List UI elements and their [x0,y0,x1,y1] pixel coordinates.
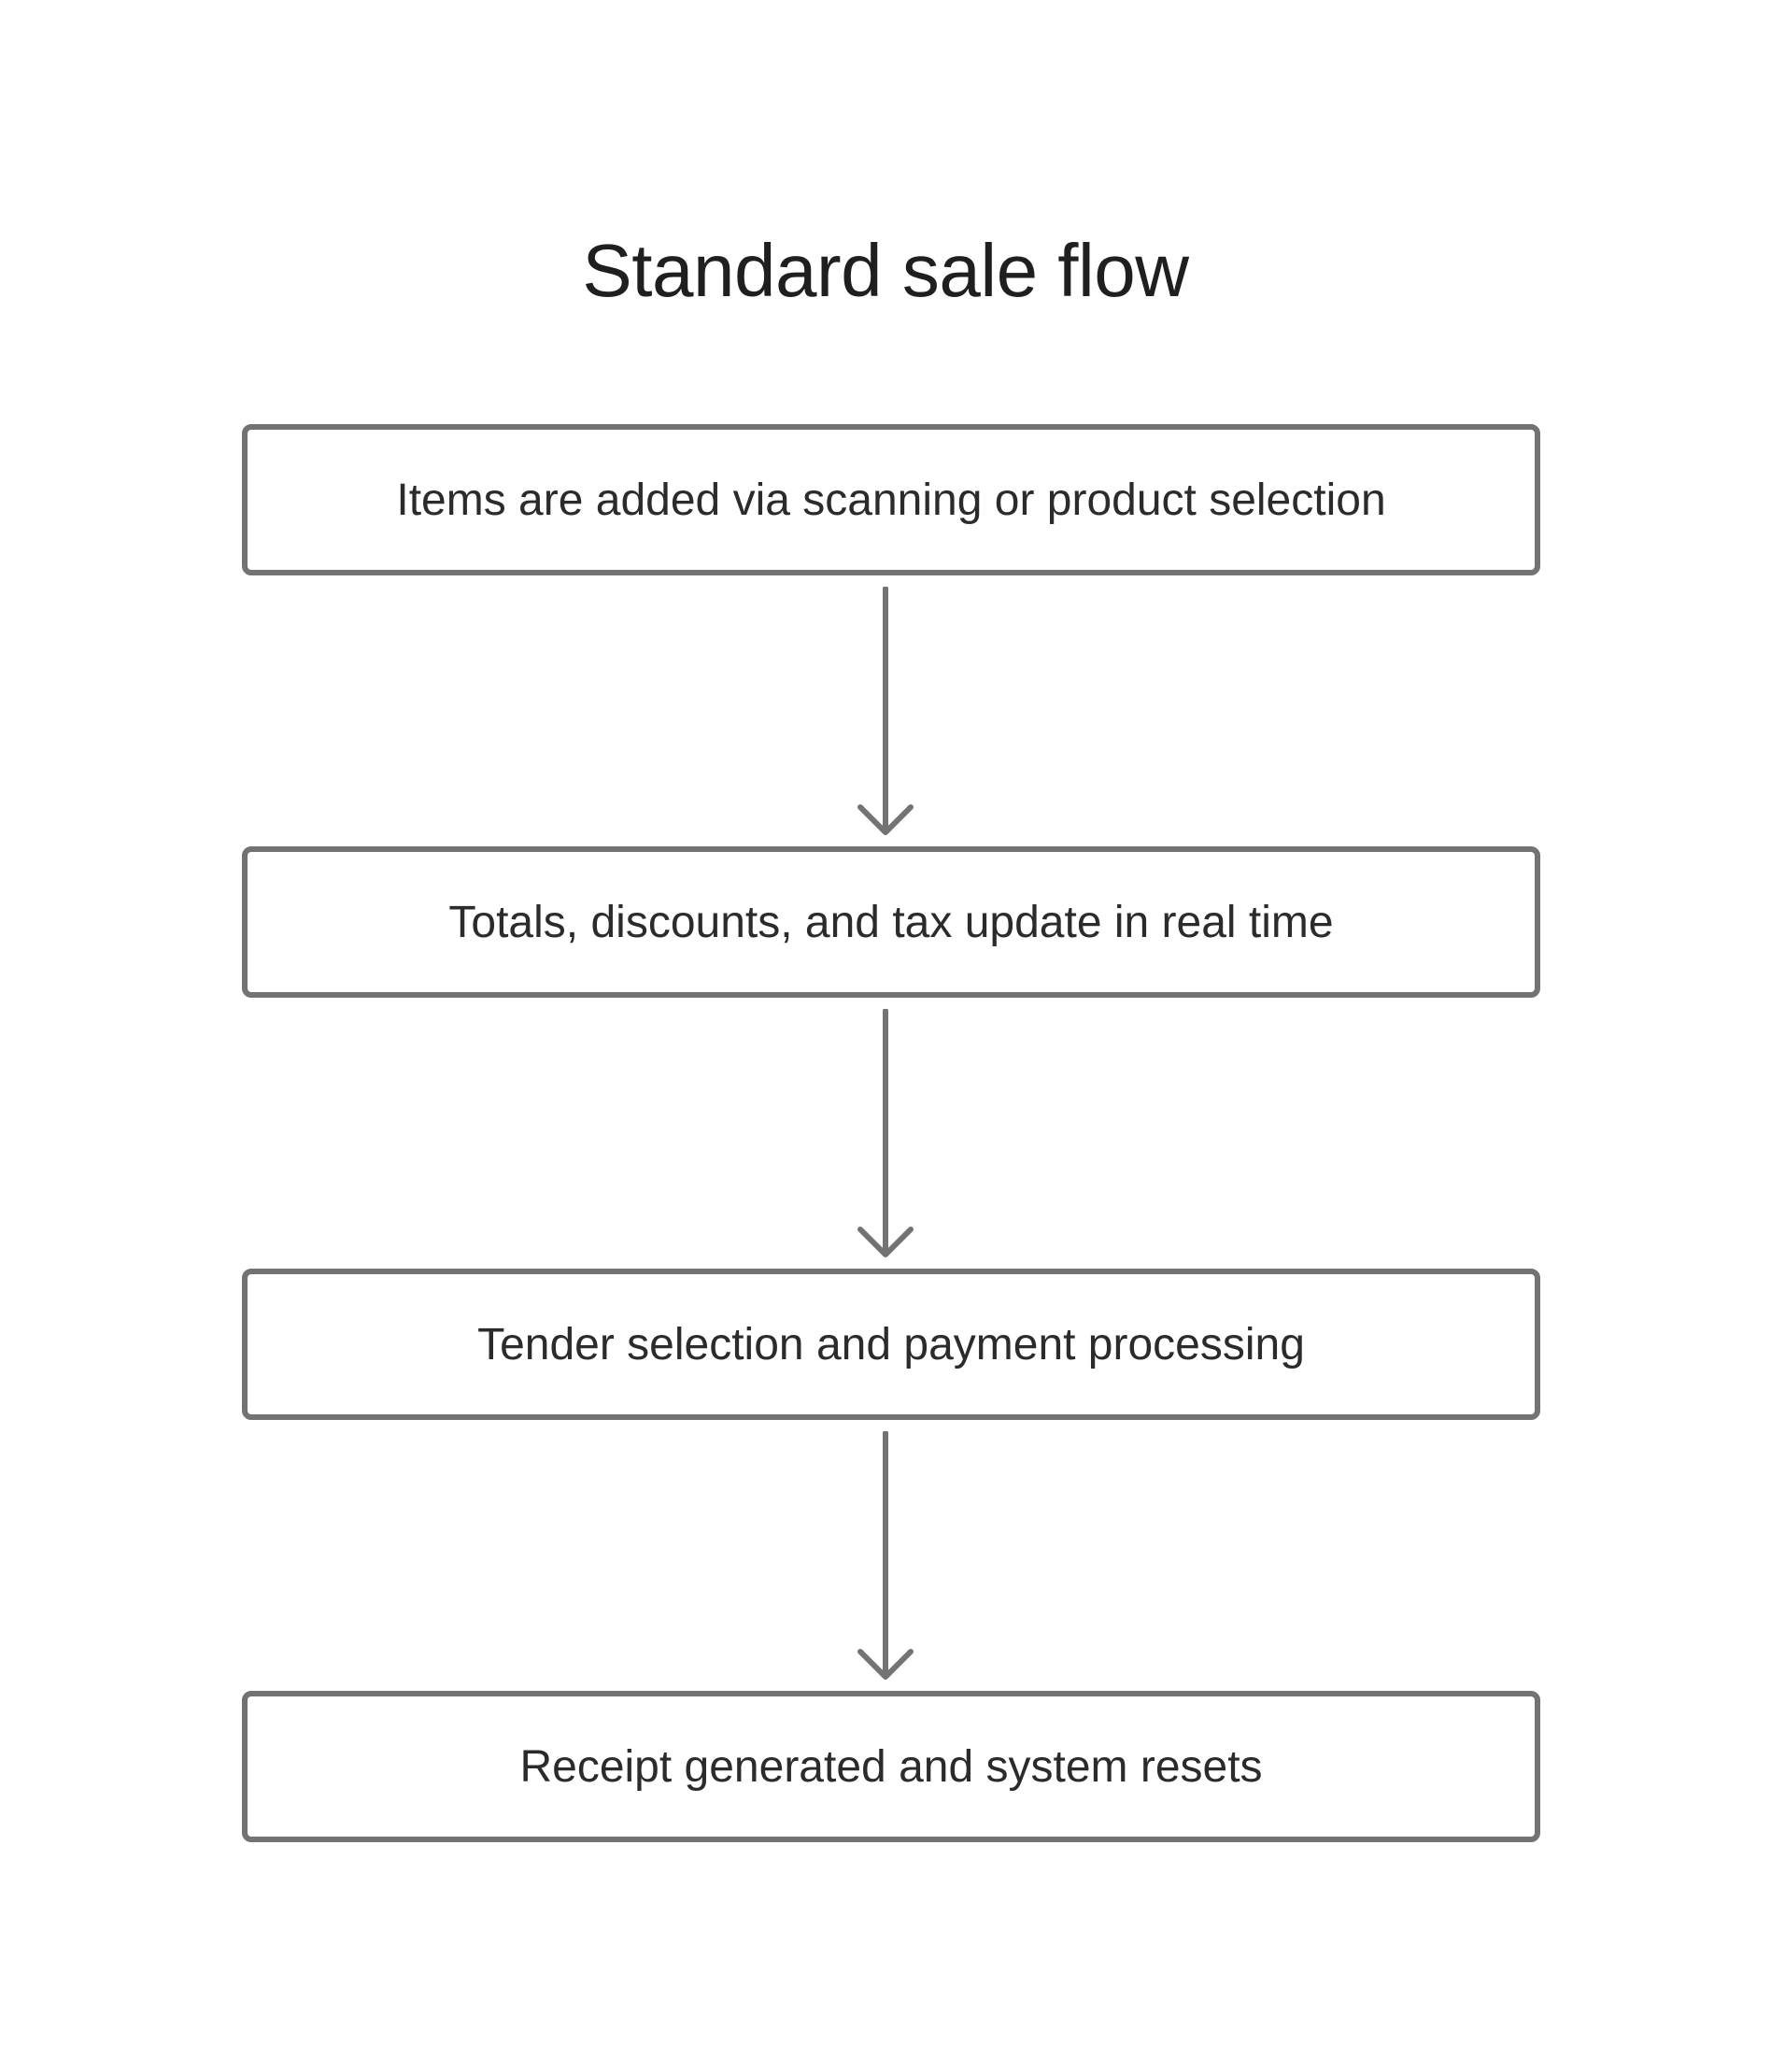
flow-step-2-label: Totals, discounts, and tax update in rea… [448,897,1334,947]
flow-step-2: Totals, discounts, and tax update in rea… [242,846,1540,998]
flow-step-1-label: Items are added via scanning or product … [396,475,1386,525]
down-arrow-1 [857,587,914,835]
flow-step-1: Items are added via scanning or product … [242,424,1540,575]
diagram-title: Standard sale flow [582,229,1189,312]
down-arrow-2 [857,1009,914,1257]
flow-step-3: Tender selection and payment processing [242,1269,1540,1420]
flow-step-4-label: Receipt generated and system resets [519,1741,1263,1792]
flow-step-3-label: Tender selection and payment processing [477,1319,1305,1370]
down-arrow-3 [857,1431,914,1680]
flow-step-4: Receipt generated and system resets [242,1691,1540,1842]
